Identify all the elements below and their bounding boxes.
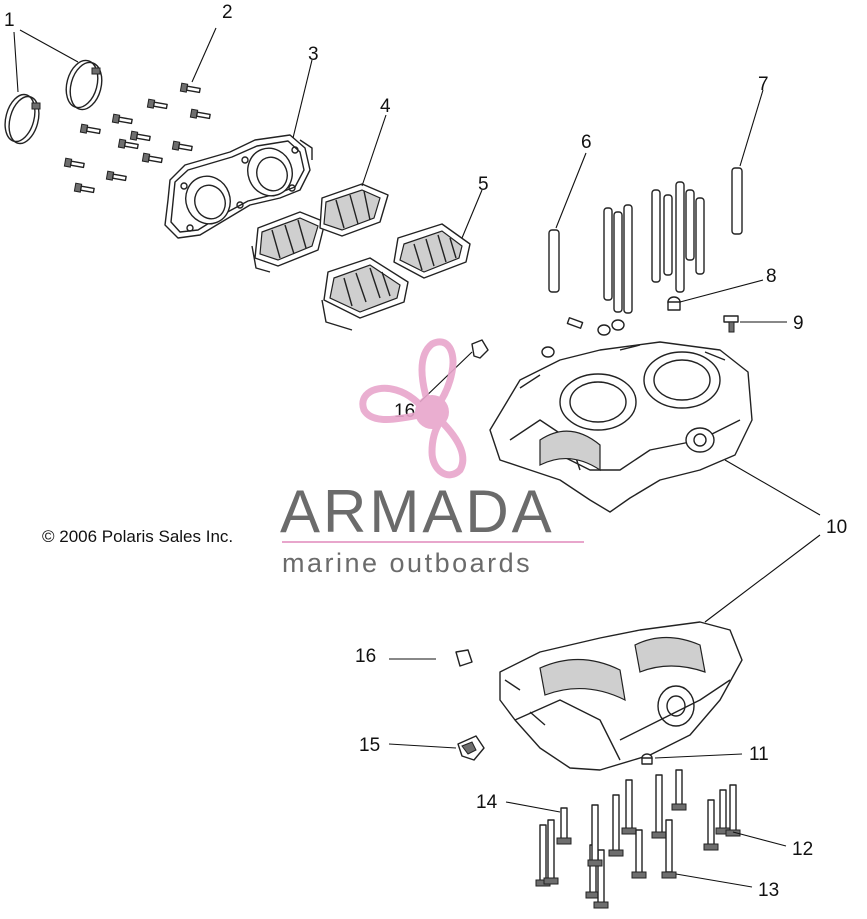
small-hardware (455, 339, 653, 765)
callout-15: 15 (359, 735, 380, 756)
callout-1: 1 (4, 10, 15, 31)
callout-4: 4 (380, 96, 391, 117)
callout-12: 12 (792, 839, 813, 860)
callout-5: 5 (478, 174, 489, 195)
callout-2: 2 (222, 2, 233, 23)
reed-valve-blocks (251, 183, 389, 273)
long-bolts (535, 769, 741, 909)
callout-9: 9 (793, 313, 804, 334)
callout-16-lower: 16 (355, 646, 376, 667)
callout-14: 14 (476, 792, 498, 813)
reed-cages (321, 223, 471, 331)
upper-crankcase (489, 341, 753, 513)
watermark-brand: ARMADA (280, 478, 555, 545)
hose-clamps (4, 59, 103, 145)
callout-11: 11 (749, 744, 769, 765)
bolt-group (63, 82, 211, 194)
callout-7: 7 (758, 74, 769, 95)
copyright-notice: © 2006 Polaris Sales Inc. (42, 527, 233, 546)
watermark-tagline: marine outboards (282, 548, 532, 578)
callout-10: 10 (826, 517, 847, 538)
callout-6: 6 (581, 132, 592, 153)
callout-8: 8 (766, 266, 777, 287)
callout-3: 3 (308, 44, 319, 65)
lower-crankcase (499, 621, 743, 771)
watermark: ARMADA marine outboards (280, 338, 584, 578)
callout-13: 13 (758, 880, 779, 901)
dowels-and-fittings (541, 296, 739, 358)
intake-plate (164, 134, 313, 239)
studs (548, 167, 743, 314)
propeller-logo-icon (359, 338, 467, 479)
